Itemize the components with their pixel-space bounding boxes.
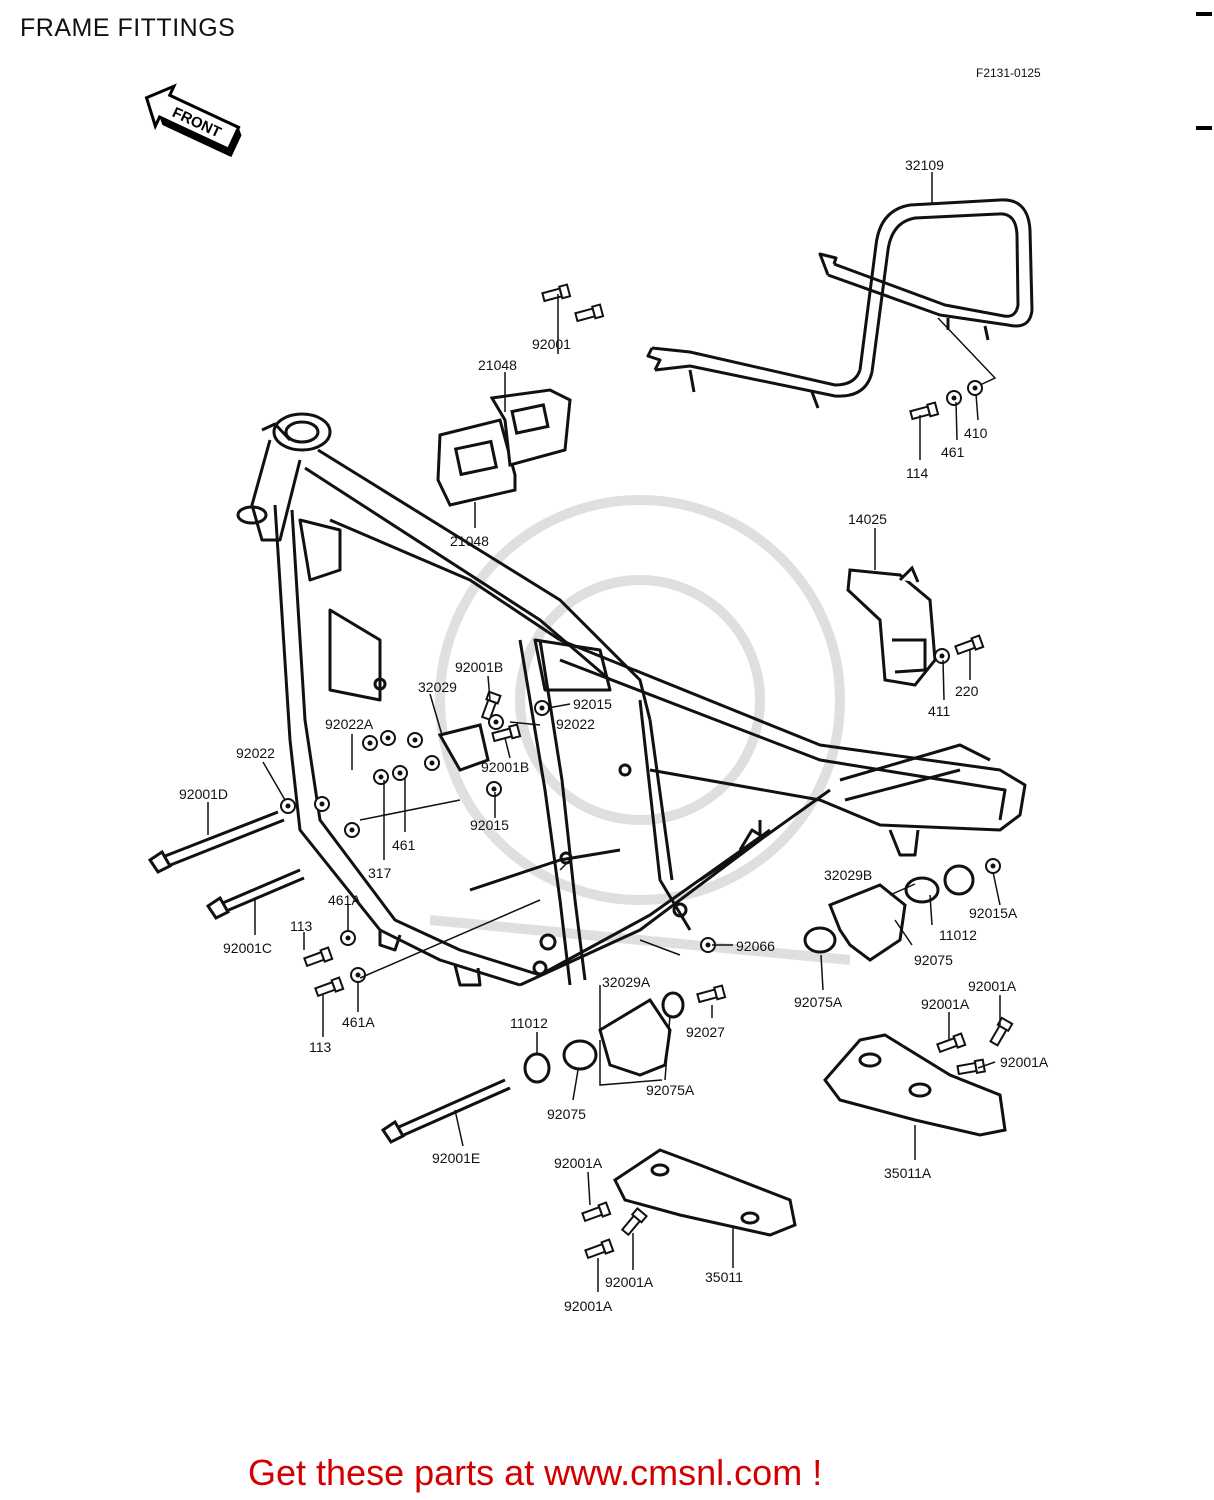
part-label: 461A: [342, 1014, 375, 1030]
part-label: 21048: [450, 533, 489, 549]
part-label: 11012: [510, 1015, 548, 1031]
diagram-code: F2131-0125: [976, 66, 1041, 80]
part-label: 92001B: [455, 659, 503, 675]
part-label: 92001A: [1000, 1054, 1049, 1070]
part-label: 317: [368, 865, 392, 881]
part-label: 21048: [478, 357, 517, 373]
main-frame: [236, 412, 1027, 987]
grab-rail: [646, 198, 1034, 409]
part-label: 92001E: [432, 1150, 480, 1166]
part-labels: 32109 92001 21048 21048 114 461 410 1402…: [179, 157, 1049, 1314]
part-label: 92001: [532, 336, 571, 352]
part-label: 35011: [705, 1269, 743, 1285]
part-label: 14025: [848, 511, 887, 527]
part-label: 113: [290, 918, 313, 934]
long-bolts: [147, 810, 511, 1144]
shop-link-banner[interactable]: Get these parts at www.cmsnl.com !: [248, 1452, 823, 1493]
front-direction-arrow: FRONT: [144, 83, 242, 158]
part-label: 113: [309, 1039, 332, 1055]
part-label: 92001A: [564, 1298, 613, 1314]
part-label: 92015: [573, 696, 612, 712]
part-label: 92015A: [969, 905, 1018, 921]
part-label: 92022A: [325, 716, 374, 732]
part-label: 32029A: [602, 974, 651, 990]
part-label: 461A: [328, 892, 361, 908]
part-label: 92001D: [179, 786, 228, 802]
part-label: 461: [392, 837, 416, 853]
edge-mark: [1196, 12, 1212, 16]
page-title: FRAME FITTINGS: [20, 14, 236, 42]
part-label: 11012: [939, 927, 977, 943]
part-label: 92022: [556, 716, 595, 732]
part-label: 92001A: [968, 978, 1017, 994]
part-label: 32029: [418, 679, 457, 695]
part-label: 92075A: [794, 994, 843, 1010]
part-label: 92022: [236, 745, 275, 761]
part-label: 114: [906, 465, 929, 481]
part-label: 92075A: [646, 1082, 695, 1098]
footrest-brackets: [613, 1033, 1007, 1237]
part-label: 411: [928, 703, 951, 719]
part-label: 220: [955, 683, 979, 699]
part-label: 461: [941, 444, 965, 460]
part-label: 92075: [914, 952, 953, 968]
chain-guard: [846, 565, 937, 687]
part-label: 32029B: [824, 867, 872, 883]
leader-lines: [207, 172, 1001, 1292]
part-label: 92027: [686, 1024, 725, 1040]
edge-mark: [1196, 126, 1212, 130]
part-label: 92015: [470, 817, 509, 833]
part-label: 92066: [736, 938, 775, 954]
part-label: 92075: [547, 1106, 586, 1122]
part-label: 92001A: [921, 996, 970, 1012]
part-label: 92001A: [605, 1274, 654, 1290]
part-label: 35011A: [884, 1165, 932, 1181]
part-label: 92001A: [554, 1155, 603, 1171]
watermark-logo: [429, 495, 851, 965]
plate-21048: [436, 388, 572, 507]
part-label: 32109: [905, 157, 944, 173]
part-label: 92001B: [481, 759, 529, 775]
part-label: 92001C: [223, 940, 272, 956]
part-label: 410: [964, 425, 988, 441]
